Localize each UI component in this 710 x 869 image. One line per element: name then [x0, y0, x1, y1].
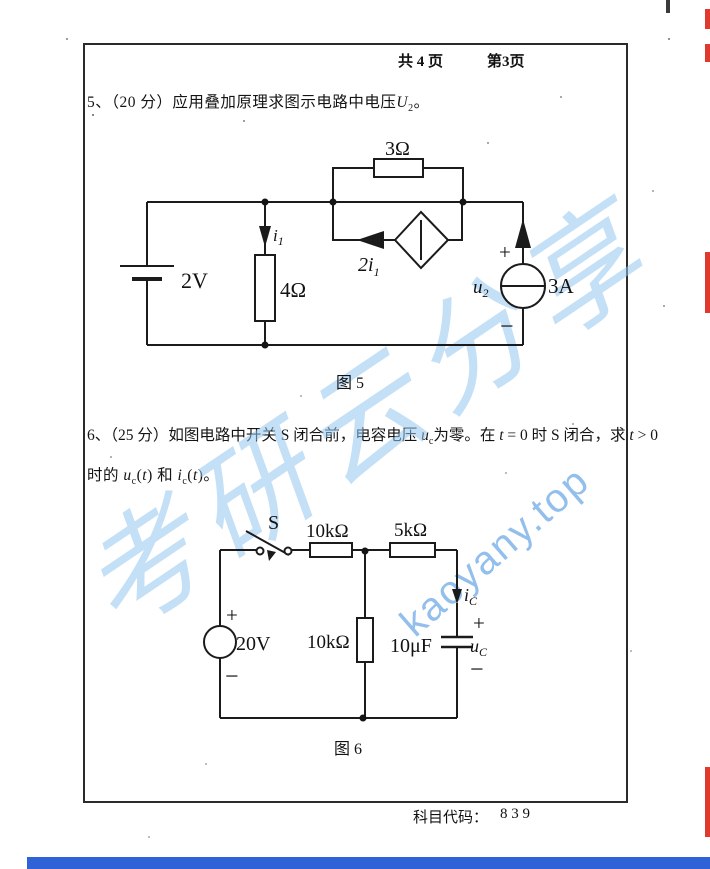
- p6-text-a: 6、（25 分）如图电路中开关 S 闭合前，电容电压: [87, 427, 422, 444]
- p6l2-var-uc-sub: c: [131, 476, 137, 488]
- p6l2-period: )。: [197, 467, 220, 484]
- c5-4ohm-label: 4Ω: [280, 278, 306, 302]
- p6-var-uc-sub: c: [428, 436, 434, 448]
- p6l2-var-t2: t: [192, 467, 198, 484]
- c6-ic-var: i: [464, 585, 469, 605]
- problem5-text: 5、（20 分）应用叠加原理求图示电路中电压: [87, 94, 397, 111]
- c5-i1-arrow: [259, 226, 271, 247]
- c5-i1-sub: 1: [278, 234, 284, 248]
- circuit5-figure: 2V i1 4Ω 3Ω 2i1 + u2 3A − 图 5: [120, 138, 575, 392]
- scan-red-mark-3: [705, 252, 710, 313]
- c5-u2-minus-sign: −: [500, 314, 514, 340]
- c6-switch-terminal-right: [283, 546, 293, 556]
- scan-red-mark-4: [705, 767, 710, 837]
- figure6-caption: 图 6: [334, 741, 362, 758]
- p6l2-var-t1: t: [142, 467, 148, 484]
- c5-dep-coeff: 2i: [358, 254, 374, 276]
- subject-code-value: 8 3 9: [500, 806, 531, 822]
- c6-switch-blade: [245, 530, 290, 556]
- header-current-page: 第3页: [487, 54, 525, 70]
- c5-u2-plus-sign: +: [499, 240, 511, 264]
- problem5-period: 。: [413, 94, 430, 111]
- c6-ic-sub: C: [469, 594, 478, 608]
- c5-u2-var: u: [473, 277, 483, 298]
- p6l2-paren1: (: [136, 467, 143, 484]
- c5-voltage-source-label: 2V: [181, 268, 208, 293]
- c5-3ohm-loop-wires: [332, 167, 464, 202]
- c6-5k-label: 5kΩ: [394, 520, 427, 541]
- p6-text-c: = 0 时 S 闭合，求: [503, 427, 630, 444]
- c5-i1-label: i1: [273, 226, 284, 248]
- c6-ic-arrow: [452, 589, 462, 604]
- c6-20v-source-circle: [203, 625, 237, 659]
- p6l2-text-b: ) 和: [147, 467, 178, 484]
- c5-u2-label: u2: [473, 277, 489, 300]
- c6-uc-minus-sign: −: [470, 657, 484, 683]
- scan-red-mark-1: [705, 9, 710, 29]
- p6-text-b: 为零。在: [433, 427, 500, 444]
- c5-node-2: [329, 198, 337, 206]
- c5-dep-sub: 1: [374, 265, 380, 279]
- p6-var-t2: t: [629, 427, 634, 444]
- c6-10k-resistor-mid: [356, 617, 374, 663]
- c5-dep-label: 2i1: [358, 254, 380, 279]
- c5-node-3: [459, 198, 467, 206]
- c6-switch-arrow: [267, 550, 276, 561]
- page-frame-border: [83, 43, 628, 803]
- p6l2-text-a: 时的: [87, 467, 124, 484]
- c6-10k-top-label: 10kΩ: [306, 521, 349, 542]
- p6l2-var-uc: u: [123, 467, 132, 484]
- page-header: 共 4 页 第3页: [398, 50, 525, 71]
- problem5-statement: 5、（20 分）应用叠加原理求图示电路中电压U2。: [87, 90, 430, 114]
- c6-10k-resistor-top: [309, 542, 353, 558]
- c6-5k-resistor: [389, 542, 436, 558]
- c6-ic-label: iC: [464, 585, 478, 608]
- c6-switch-terminal-left: [255, 546, 265, 556]
- c5-dep-arrow: [357, 231, 384, 249]
- page-footer: 科目代码： 8 3 9: [413, 806, 530, 827]
- c5-3a-arrow-up: [515, 219, 531, 248]
- c6-uc-label: uC: [470, 636, 488, 659]
- circuit6-figure: S 10kΩ 5kΩ + 20V − 10kΩ iC + 10μF uC − 图…: [203, 512, 488, 758]
- p6-var-uc: u: [421, 427, 429, 444]
- problem6-statement-line1: 6、（25 分）如图电路中开关 S 闭合前，电容电压 uc为零。在 t = 0 …: [87, 423, 658, 447]
- c5-3a-label: 3A: [548, 274, 575, 298]
- c6-uc-var: u: [470, 636, 479, 656]
- c6-10k-mid-label: 10kΩ: [307, 632, 350, 653]
- p6-var-t1: t: [499, 427, 504, 444]
- problem6-statement-line2: 时的 uc(t) 和 ic(t)。: [87, 463, 219, 487]
- c6-uc-sub: C: [479, 645, 488, 659]
- c5-u2-sub: 2: [483, 286, 489, 300]
- subject-code-label: 科目代码：: [413, 810, 489, 826]
- c5-node-1: [261, 198, 269, 206]
- p6l2-var-ic-sub: c: [182, 476, 188, 488]
- c6-20v-plus-sign: +: [226, 603, 238, 627]
- figure5-caption: 图 5: [336, 375, 364, 392]
- c5-node-4: [261, 341, 269, 349]
- p6-text-d: > 0: [633, 427, 658, 444]
- p6l2-paren2: (: [187, 467, 193, 484]
- c6-capacitor-label: 10μF: [390, 635, 432, 657]
- c5-3ohm-resistor: [373, 158, 424, 178]
- problem5-var-U-sub: 2: [408, 103, 414, 115]
- c6-20v-minus-sign: −: [225, 664, 239, 690]
- p6l2-var-ic: i: [177, 467, 183, 484]
- scan-red-mark-2: [705, 44, 710, 62]
- c5-i1-var: i: [273, 226, 278, 245]
- c6-20v-label: 20V: [236, 633, 271, 655]
- problem5-var-U: U: [396, 94, 409, 111]
- header-total-pages: 共 4 页: [398, 54, 444, 70]
- scan-tick-mark: [666, 0, 670, 13]
- c6-node-top: [361, 547, 369, 555]
- c6-uc-plus-sign: +: [473, 611, 485, 635]
- c5-3ohm-label: 3Ω: [385, 138, 410, 160]
- c5-4ohm-resistor: [254, 254, 276, 322]
- c6-node-bottom: [359, 714, 367, 722]
- c6-switch-label: S: [268, 512, 279, 534]
- scan-blue-bar: [27, 857, 710, 869]
